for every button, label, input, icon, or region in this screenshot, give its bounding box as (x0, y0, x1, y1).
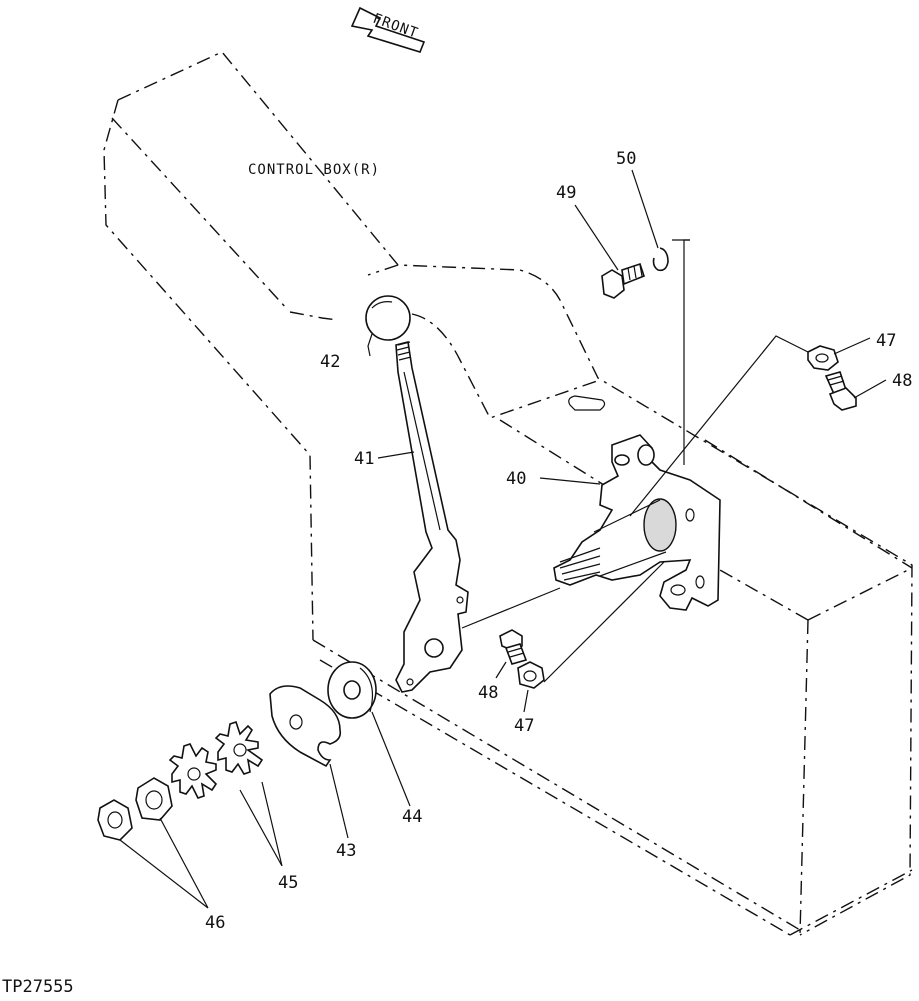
callout-46: 46 (205, 913, 225, 933)
nut-47-upper (807, 345, 839, 371)
callout-45: 45 (278, 873, 298, 893)
callout-48-lower: 48 (478, 683, 498, 703)
control-box-label: CONTROL BOX(R) (248, 162, 380, 178)
bracket-assembly-40 (553, 239, 721, 611)
star-washers-45 (168, 720, 264, 799)
callout-44: 44 (402, 807, 422, 827)
snap-ring-50 (652, 247, 669, 272)
alignment-lines (543, 239, 809, 683)
cap-screw-49 (601, 262, 645, 299)
callout-47-lower: 47 (514, 716, 534, 736)
front-arrow-label: FRONT (371, 11, 421, 42)
figure-reference: TP27555 (2, 977, 74, 996)
slotted-plate-43 (269, 685, 342, 768)
bolt-48-upper (824, 371, 857, 411)
control-box-housing (103, 51, 913, 936)
callout-43: 43 (336, 841, 356, 861)
callout-40: 40 (506, 469, 526, 489)
callout-48-upper: 48 (892, 371, 912, 391)
front-arrow: FRONT (350, 6, 426, 53)
callout-41: 41 (354, 449, 374, 469)
callout-50: 50 (616, 149, 636, 169)
callout-47-upper: 47 (876, 331, 896, 351)
washer-44 (327, 661, 377, 719)
bolt-48-lower (499, 629, 528, 665)
knob-42 (365, 295, 411, 341)
callout-49: 49 (556, 183, 576, 203)
leader-lines (119, 169, 887, 909)
callout-42: 42 (320, 352, 340, 372)
nut-47-lower (517, 661, 545, 689)
lever-41 (395, 341, 561, 693)
hex-nuts-46 (97, 777, 173, 841)
